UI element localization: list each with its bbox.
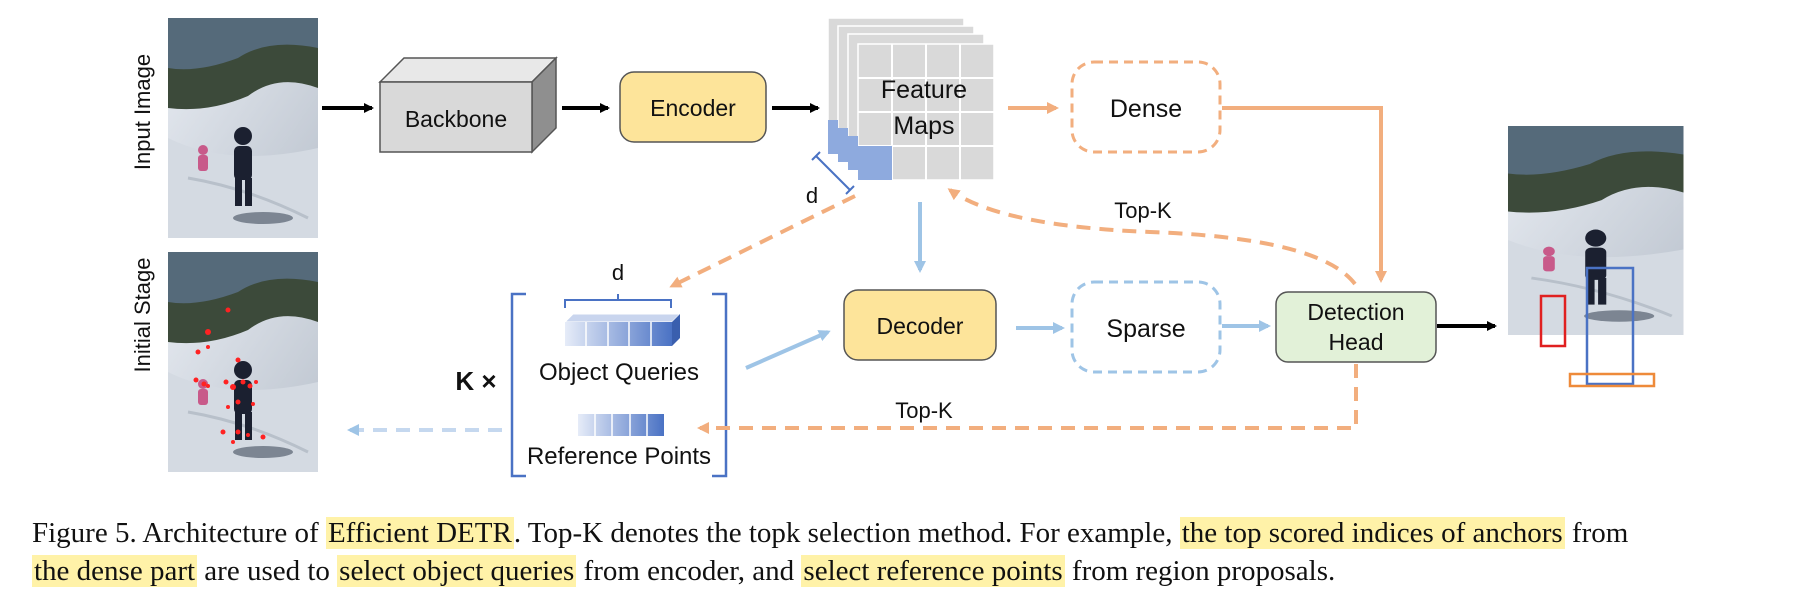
caption-line-1: Figure 5. Architecture of Efficient DETR… [32,514,1812,552]
caption-text: . Top-K denotes the topk selection metho… [513,517,1180,549]
caption-text: from encoder, and [576,555,802,587]
decoder-box: Decoder [843,289,997,361]
output-image-photo [1506,124,1686,337]
reference-points-label: Reference Points [527,443,711,470]
figure-caption: Figure 5. Architecture of Efficient DETR… [32,514,1812,590]
caption-highlight: Efficient DETR [325,517,514,549]
caption-text: from region proposals. [1064,555,1336,587]
object-queries-block [563,313,682,346]
caption-text: Figure 5. Architecture of [32,517,326,549]
caption-highlight: select reference points [801,555,1065,587]
queries-bracket: K × d Object Queries Reference Points [455,260,728,478]
caption-highlight: select object queries [337,555,577,587]
architecture-diagram: Input Image Initial Stage Backbone [130,16,1686,478]
feature-maps-label-line1: Feature [881,76,967,104]
reference-points-block [578,414,664,436]
k-multiplier: K × [455,366,496,396]
feature-maps-label-line2: Maps [893,112,954,140]
sparse-label: Sparse [1106,315,1185,343]
sparse-box: Sparse [1070,280,1222,374]
backbone-label: Backbone [405,106,507,132]
detection-head-label-line2: Head [1329,329,1384,355]
object-queries-label: Object Queries [539,359,699,386]
caption-highlight: the dense part [32,555,198,587]
d-label-queries: d [612,260,624,285]
backbone-block: Backbone [378,56,558,154]
detection-box-blue [1585,266,1635,386]
initial-stage-photo [166,250,320,474]
detection-box-red [1539,294,1567,348]
dense-box: Dense [1070,60,1222,154]
topk-lower-label: Top-K [895,398,953,423]
topk-upper-label: Top-K [1114,198,1172,223]
detection-head-box: Detection Head [1275,291,1437,363]
input-image-photo [166,16,320,240]
caption-text: are used to [197,555,338,587]
detection-head-label-line1: Detection [1307,299,1404,325]
caption-line-2: the dense part are used to select object… [32,552,1812,590]
d-label-feature: d [806,183,818,208]
encoder-label: Encoder [650,95,736,121]
encoder-box: Encoder [619,71,767,143]
detection-box-orange [1568,372,1656,388]
initial-stage-label: Initial Stage [130,258,155,373]
dense-label: Dense [1110,95,1182,123]
input-image-label: Input Image [130,54,155,170]
caption-text: from [1564,517,1629,549]
decoder-label: Decoder [877,313,964,339]
caption-highlight: the top scored indices of anchors [1179,517,1565,549]
feature-maps-stack: Feature Maps d [806,17,995,208]
